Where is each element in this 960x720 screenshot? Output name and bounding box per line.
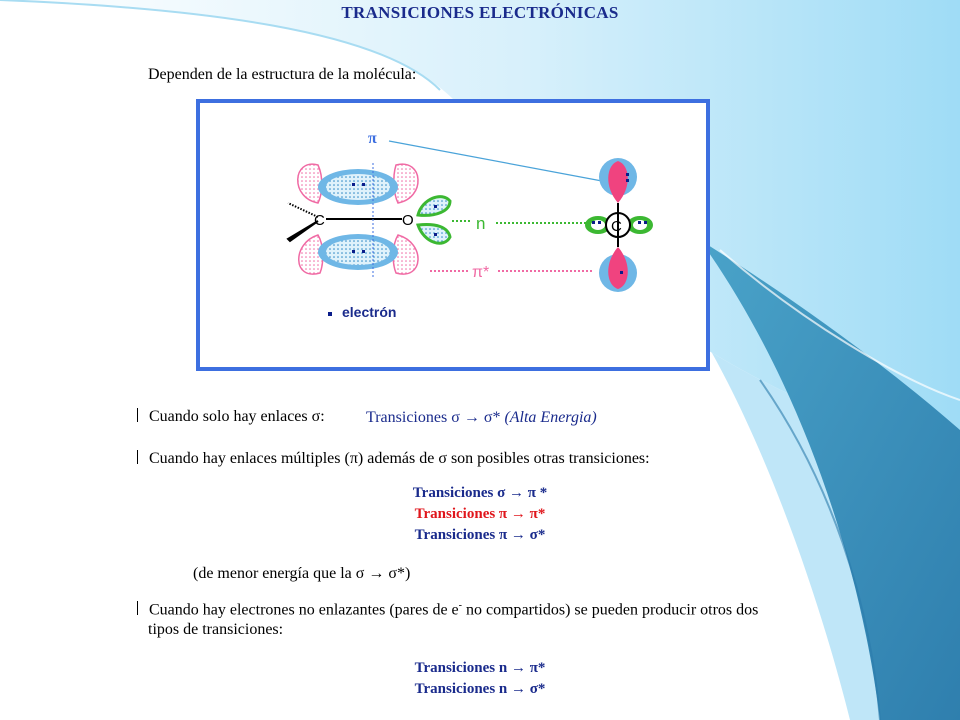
pi-orbital (318, 169, 398, 270)
bullet-sigma-text: Cuando solo hay enlaces σ: (149, 408, 325, 425)
carbon-label: C (314, 212, 325, 229)
lower-energy-note: (de menor energía que la σ → σ*) (193, 565, 411, 582)
pi-connector (388, 140, 603, 182)
bullet-marker (137, 450, 140, 464)
bullet-marker (137, 408, 140, 422)
bullet-nonbonding-text: Cuando hay electrones no enlazantes (par… (149, 601, 459, 619)
orbital-diagram-svg: C O π n π* C e (286, 130, 653, 320)
n-label: n (476, 214, 485, 233)
sigma-sigma-transition: Transiciones σ → σ* (Alta Energia) (366, 409, 597, 427)
orbital-diagram: C O π n π* C e (196, 99, 710, 371)
oxygen-label: O (402, 212, 414, 229)
sigma-sigma-label: Transiciones σ → σ* (366, 409, 501, 426)
transition-n-pi-star: Transiciones n → π* (414, 660, 546, 676)
electron-superscript: - (458, 600, 462, 611)
bullet-multiple-text: Cuando hay enlaces múltiples (π) además … (149, 450, 650, 467)
bullet-nonbonding-line2: tipos de transiciones: (148, 621, 284, 638)
n-orbital (415, 195, 452, 245)
carbon-orbital-view: C (585, 158, 653, 292)
bullet-sigma-only: Cuando solo hay enlaces σ: (137, 408, 325, 426)
transition-n-sigma-star: Transiciones n → σ* (414, 681, 546, 697)
electron-legend-label: electrón (342, 304, 396, 320)
high-energy-note: (Alta Energia) (504, 409, 597, 426)
transition-pi-pi-star: Transiciones π → π* (414, 506, 546, 522)
pi-star-label: π* (472, 264, 489, 281)
slide-subtitle: Dependen de la estructura de la molécula… (148, 66, 417, 83)
pi-label: π (368, 130, 377, 147)
bullet-multiple-bonds: Cuando hay enlaces múltiples (π) además … (137, 450, 650, 468)
bullet-marker (137, 601, 140, 616)
carbon-label-right: C (611, 218, 622, 235)
slide-title: TRANSICIONES ELECTRÓNICAS (341, 3, 619, 22)
transition-pi-sigma-star: Transiciones π → σ* (414, 527, 546, 543)
transition-sigma-pi-star: Transiciones σ → π * (412, 485, 548, 501)
bullet-nonbonding-text-end: no compartidos) se pueden producir otros… (461, 601, 759, 619)
electron-legend-marker (328, 312, 332, 316)
carbonyl-bond: C O (286, 163, 414, 279)
bullet-nonbonding: Cuando hay electrones no enlazantes (par… (137, 600, 758, 619)
